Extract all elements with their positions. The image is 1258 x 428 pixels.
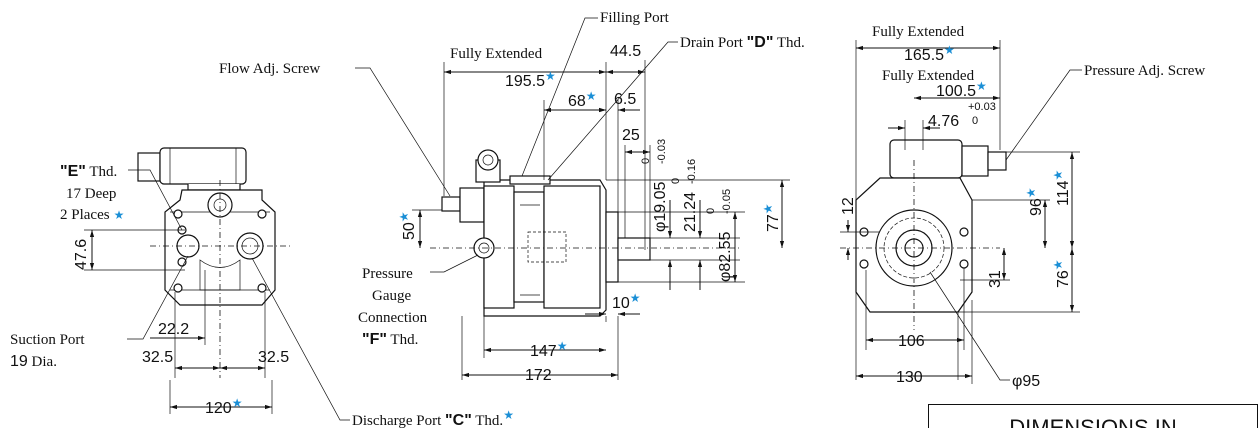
svg-text:0: 0 bbox=[705, 208, 717, 214]
flow-adj-label: Flow Adj. Screw bbox=[219, 61, 320, 77]
pressure-gauge-line-3: Connection bbox=[358, 310, 428, 326]
svg-text:φ82.55: φ82.55 bbox=[717, 231, 734, 282]
dim-120: 120★ bbox=[205, 396, 242, 417]
dim-172: 172 bbox=[525, 367, 552, 384]
dim-32-5-left: 32.5 bbox=[142, 349, 173, 366]
dim-106: 106 bbox=[898, 333, 925, 350]
dim-31: 31 bbox=[987, 270, 1004, 288]
svg-text:-0.05: -0.05 bbox=[721, 189, 733, 214]
dim-76: 76★ bbox=[1051, 259, 1072, 288]
dim-82-55: φ82.55 0 -0.05 bbox=[705, 189, 734, 282]
left-solenoid bbox=[159, 147, 247, 185]
dim-47-6: 47.6 bbox=[73, 239, 90, 270]
svg-text:21.24: 21.24 bbox=[682, 192, 699, 232]
dimensions-note: DIMENSIONS IN bbox=[928, 404, 1258, 428]
fully-extended-2: Fully Extended bbox=[882, 68, 975, 84]
svg-text:-0.16: -0.16 bbox=[686, 159, 698, 184]
gauge-thread-label: "F" Thd. bbox=[362, 331, 418, 348]
fully-extended-label: Fully Extended bbox=[450, 46, 543, 62]
center-view: Flow Adj. Screw Fully Extended 195.5★ Fi… bbox=[219, 10, 805, 384]
svg-text:0: 0 bbox=[670, 178, 682, 184]
svg-text:φ19.05: φ19.05 bbox=[652, 181, 669, 232]
pressure-adj-screw bbox=[987, 151, 1007, 171]
dim-96: 96★ bbox=[1024, 187, 1045, 216]
discharge-port-label: Discharge Port "C" Thd.★ bbox=[352, 408, 514, 428]
suction-dia-label: 19 Dia. bbox=[10, 353, 57, 370]
dim-130: 130 bbox=[896, 369, 923, 386]
dim-4-76: 4.76 bbox=[928, 113, 959, 130]
dim-68: 68★ bbox=[568, 89, 597, 110]
dim-6-5: 6.5 bbox=[614, 91, 636, 108]
dim-19-05: φ19.05 0 -0.03 bbox=[640, 139, 669, 232]
dim-77: 77★ bbox=[761, 203, 782, 232]
svg-text:0: 0 bbox=[640, 158, 652, 164]
e-thread-label: "E" Thd. bbox=[60, 163, 117, 180]
dim-22-2: 22.2 bbox=[158, 321, 189, 338]
tol-4-76-lower: 0 bbox=[972, 115, 978, 127]
left-solenoid-cap bbox=[137, 152, 161, 182]
right-solenoid bbox=[889, 139, 963, 179]
pressure-gauge-line-1: Pressure bbox=[362, 266, 413, 282]
flange bbox=[605, 211, 619, 283]
filling-port-label: Filling Port bbox=[600, 10, 670, 26]
dim-44-5: 44.5 bbox=[610, 43, 641, 60]
dim-95: φ95 bbox=[1012, 373, 1040, 390]
pressure-adj-label: Pressure Adj. Screw bbox=[1084, 63, 1205, 79]
left-view: "E" Thd. 17 Deep 2 Places★ 47.6 Suction … bbox=[10, 147, 514, 428]
dim-25: 25 bbox=[622, 127, 640, 144]
svg-text:-0.03: -0.03 bbox=[656, 139, 668, 164]
pressure-gauge-line-2: Gauge bbox=[372, 288, 411, 304]
drain-port-label: Drain Port "D" Thd. bbox=[680, 34, 805, 51]
right-view: Fully Extended 165.5★ Fully Extended 100… bbox=[840, 24, 1205, 390]
dim-114: 114★ bbox=[1051, 170, 1072, 206]
dim-32-5-right: 32.5 bbox=[258, 349, 289, 366]
dim-21-24: 21.24 0 -0.16 bbox=[670, 159, 699, 232]
dim-10: 10★ bbox=[612, 291, 641, 312]
tol-4-76-upper: +0.03 bbox=[968, 101, 996, 113]
dim-147: 147★ bbox=[530, 339, 567, 360]
dim-100-5: 100.5★ bbox=[936, 79, 987, 100]
dim-165-5: 165.5★ bbox=[904, 43, 955, 64]
flow-adj-screw bbox=[441, 196, 461, 212]
fully-extended-1: Fully Extended bbox=[872, 24, 965, 40]
e-depth-label: 17 Deep bbox=[66, 186, 116, 202]
suction-port-label: Suction Port bbox=[10, 332, 85, 348]
dim-12: 12 bbox=[840, 197, 857, 215]
e-places-label: 2 Places★ bbox=[60, 207, 124, 223]
dim-195-5: 195.5★ bbox=[505, 69, 556, 90]
shaft bbox=[617, 237, 651, 261]
dim-50: 50★ bbox=[397, 211, 418, 240]
